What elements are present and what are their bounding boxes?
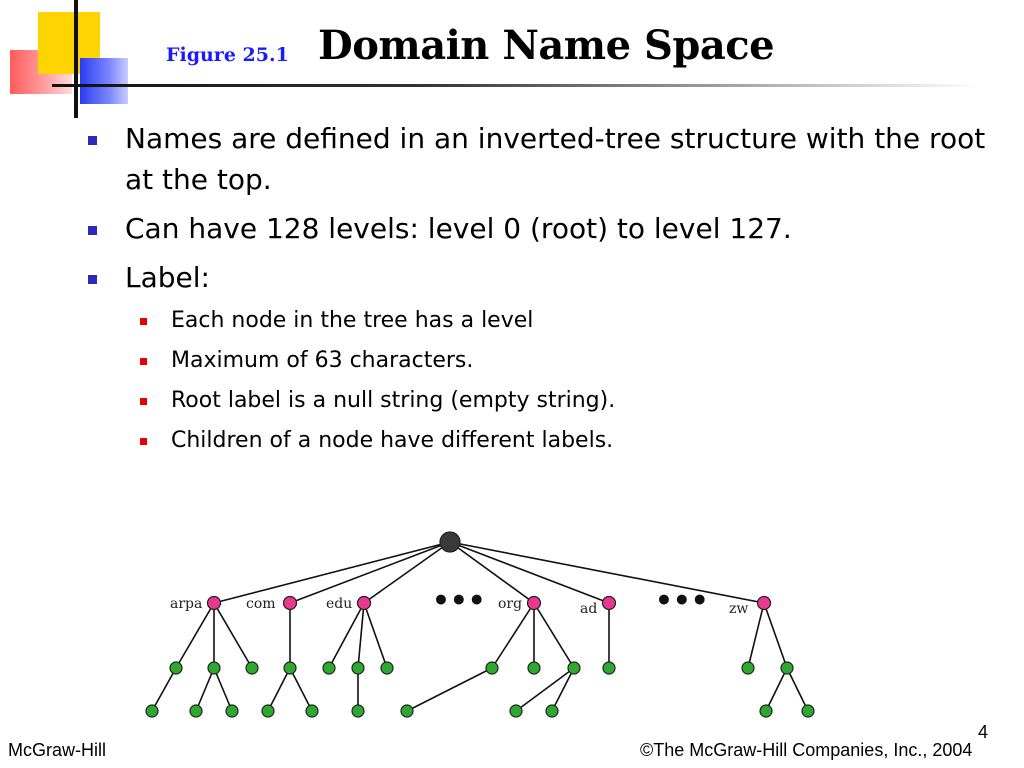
tree-node [322,661,336,675]
tree-edge [491,602,535,669]
tree-label-org: org [498,596,522,612]
tree-node [741,661,755,675]
sub-bullet-list: Each node in the tree has a level Maximu… [88,306,988,456]
bullet-list: Names are defined in an inverted-tree st… [88,118,988,466]
tree-edge [533,602,575,669]
tree-edge [515,667,575,712]
sub-bullet-item: Maximum of 63 characters. [88,346,988,376]
tree-node [305,704,319,718]
tree-node [602,661,616,675]
tree-edge [449,541,765,604]
sub-bullet-item: Each node in the tree has a level [88,306,988,336]
tree-edge [267,667,291,712]
tree-node [380,661,394,675]
tree-edge [765,667,788,712]
tree-node [225,704,239,718]
tree-edge [786,667,809,712]
bullet-item: Label: [88,257,988,298]
tree-edge [449,541,535,604]
sub-bullet-text: Maximum of 63 characters. [171,348,474,373]
tree-label-com: com [246,596,276,612]
sub-bullet-marker [140,398,147,405]
tree-edge [328,602,365,669]
sub-bullet-marker [140,318,147,325]
tree-edge [763,602,788,669]
tree-node [545,704,559,718]
slide-title: Domain Name Space [318,22,775,69]
sub-bullet-marker [140,358,147,365]
tree-edge [449,541,610,604]
bullet-item: Can have 128 levels: level 0 (root) to l… [88,208,988,249]
tree-node [567,661,581,675]
tree-edge [406,667,493,712]
tree-node-zw [756,595,772,611]
tree-label-zw: zw [729,601,748,617]
tree-node [189,704,203,718]
sub-bullet-text: Each node in the tree has a level [171,308,534,333]
tree-edge [151,667,177,712]
tree-node [145,704,159,718]
tree-node [485,661,499,675]
tree-node-arpa [206,595,222,611]
tree-node [780,661,794,675]
root-node [439,531,461,553]
sub-bullet-text: Children of a node have different labels… [171,428,614,453]
tree-node [759,704,773,718]
tree-label-ad: ad [580,601,597,617]
tree-edge [289,667,313,712]
bullet-item: Names are defined in an inverted-tree st… [88,118,988,200]
tree-node-com [282,595,298,611]
bullet-marker [88,226,97,235]
tree-node-org [526,595,542,611]
page-number: 4 [978,722,989,742]
bullet-text: Names are defined in an inverted-tree st… [125,122,986,196]
tree-label-arpa: arpa [170,596,202,612]
tree-edge [289,541,451,604]
tree-node-edu [356,595,372,611]
tree-edge [747,602,765,669]
tree-label-edu: edu [326,596,352,612]
tree-node [245,661,259,675]
sub-bullet-text: Root label is a null string (empty strin… [171,388,616,413]
tree-node [801,704,815,718]
tree-ellipsis: ••• [655,584,709,617]
tree-edge [213,541,451,604]
footer-publisher: McGraw-Hill [8,740,106,760]
figure-label: Figure 25.1 [166,44,289,66]
tree-node [261,704,275,718]
decor-blue-block [80,58,128,104]
tree-node [351,704,365,718]
tree-edge [363,541,451,604]
sub-bullet-marker [140,438,147,445]
tree-node-ad [601,595,617,611]
tree-node [509,704,523,718]
tree-edge [195,667,215,712]
tree-edge [213,602,253,669]
sub-bullet-item: Children of a node have different labels… [88,426,988,456]
bullet-marker [88,275,97,284]
tree-edge [551,667,575,712]
tree-edge [175,602,215,669]
tree-node [283,661,297,675]
bullet-text: Label: [125,261,210,294]
tree-edge [213,667,233,712]
decor-vertical-line [74,0,78,118]
tree-node [351,661,365,675]
tree-node [169,661,183,675]
tree-node [527,661,541,675]
tree-node [400,704,414,718]
tree-edge [363,602,388,669]
sub-bullet-item: Root label is a null string (empty strin… [88,386,988,416]
bullet-marker [88,136,97,145]
tree-edge [357,602,365,669]
tree-ellipsis: ••• [432,584,486,617]
decor-horizontal-line [52,84,982,87]
tree-node [207,661,221,675]
footer-copyright: ©The McGraw-Hill Companies, Inc., 2004 [640,740,973,760]
bullet-text: Can have 128 levels: level 0 (root) to l… [125,212,792,245]
